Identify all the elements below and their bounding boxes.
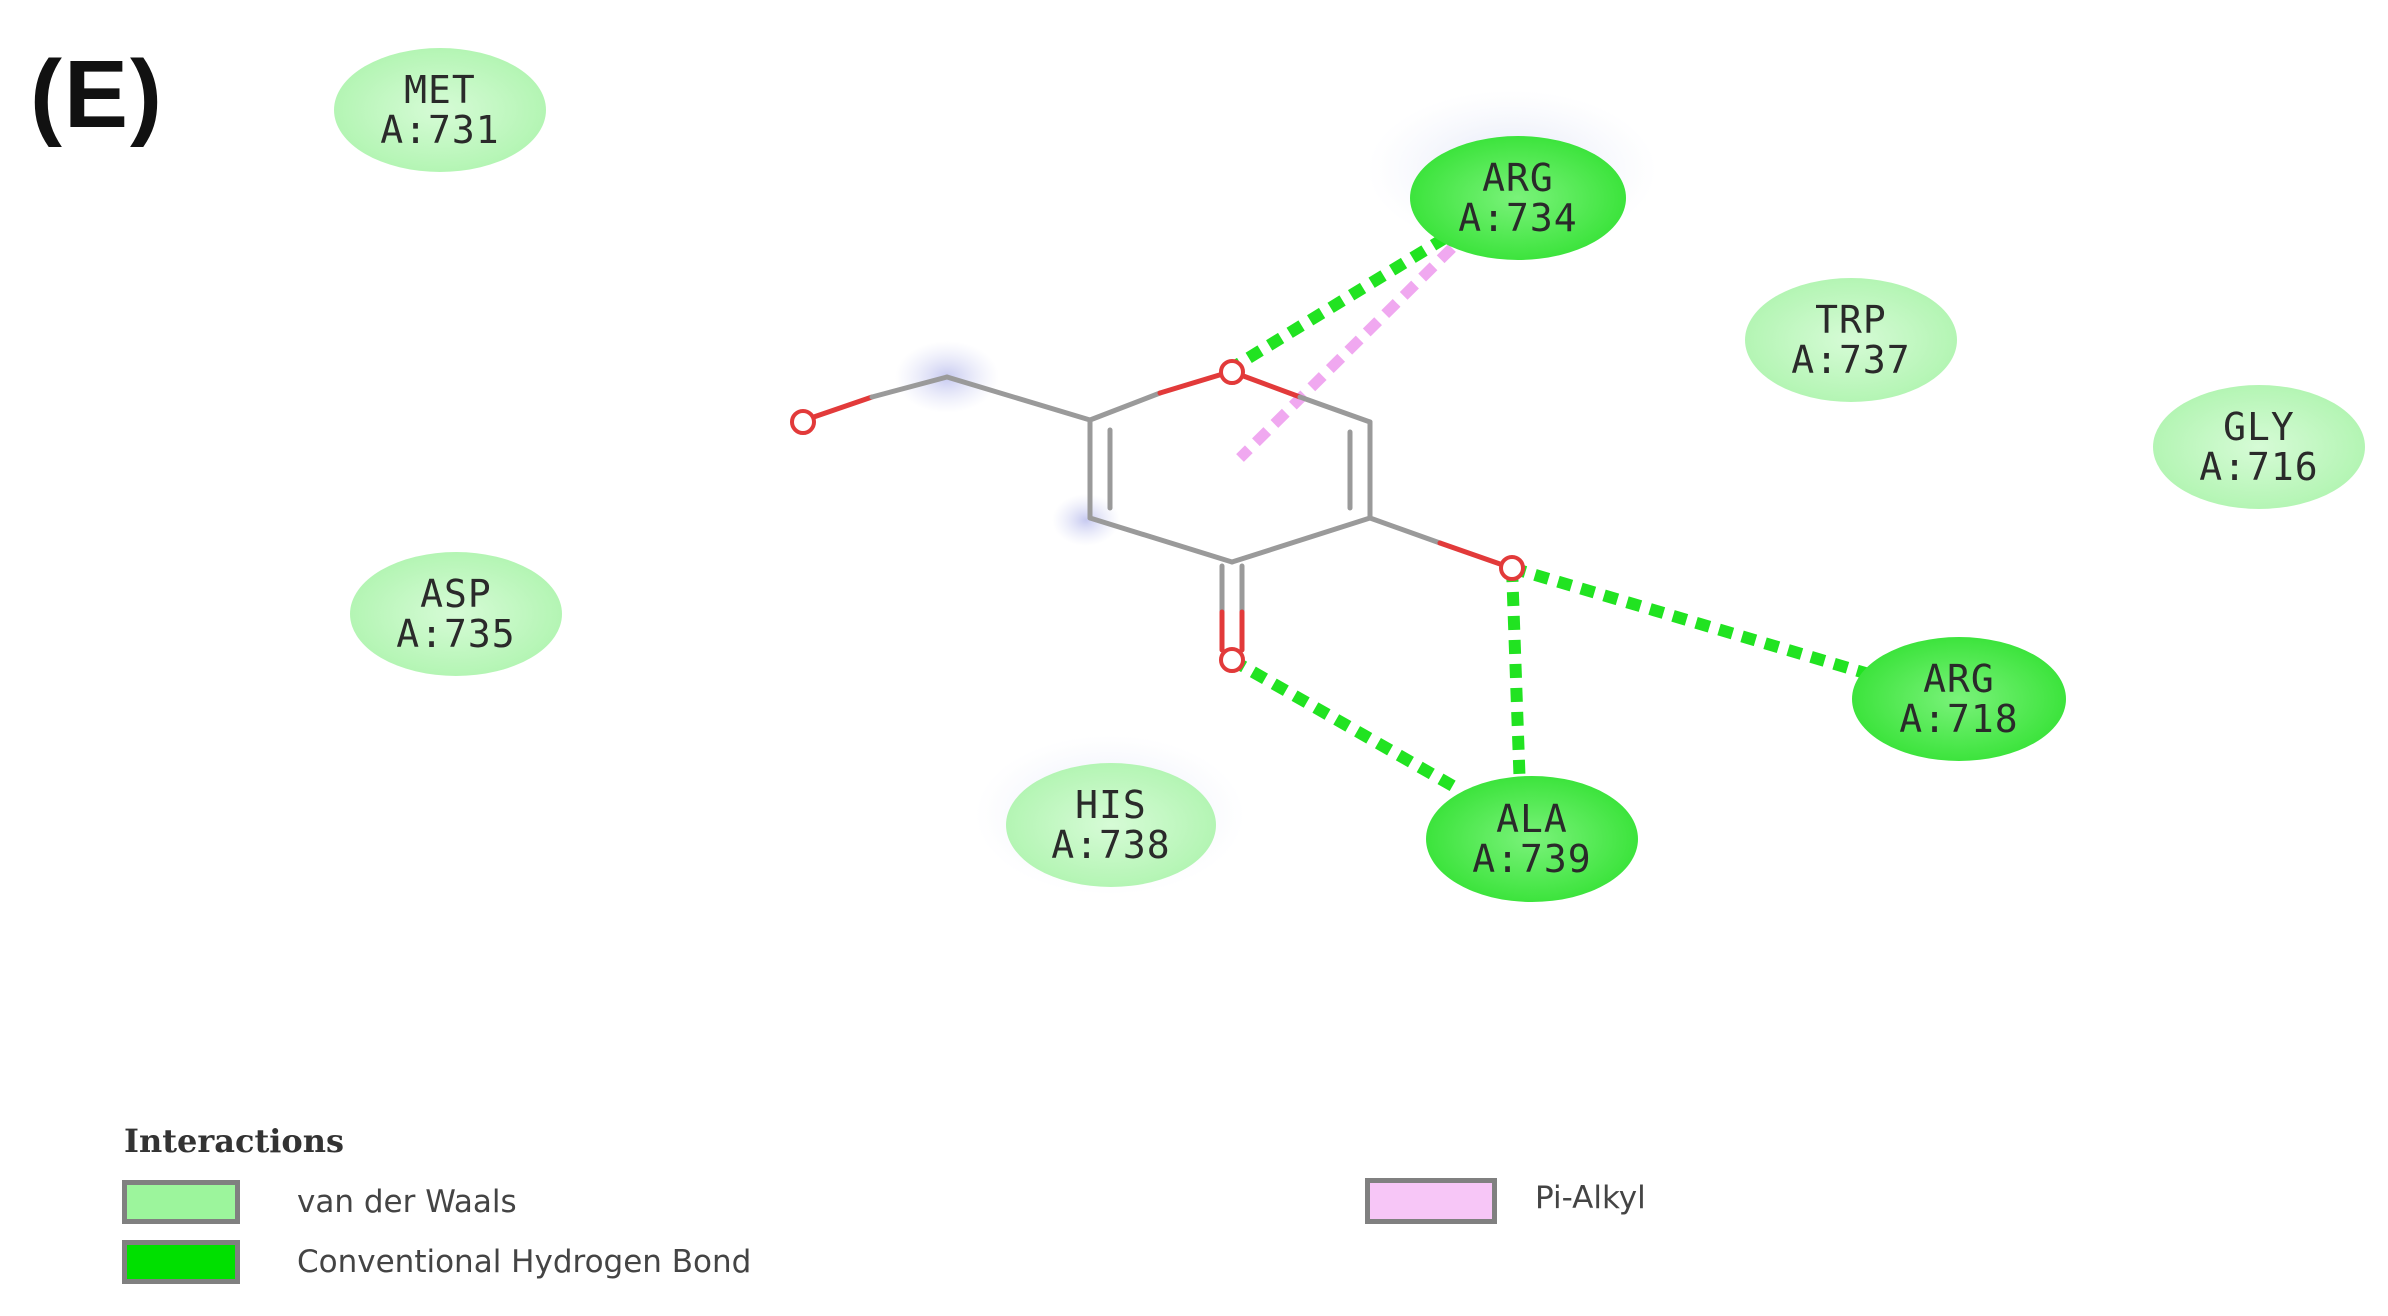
residue-chain-id: A:735 [396,612,516,656]
legend-swatch-hydrogen-bond [122,1240,240,1284]
residue-name: ARG [1923,657,1995,701]
oxygen-atom-carbonyl [1219,647,1245,673]
panel-label: (E) [30,41,164,148]
hbond-ala739-o3 [1506,567,1526,791]
ligand-structure [802,370,1503,653]
legend-swatch-van-der-waals [122,1180,240,1224]
interaction-lines [1228,232,1874,796]
legend-item-pi-alkyl: Pi-Alkyl [1365,1178,1765,1226]
residue-arg718: ARG A:718 [1852,637,2066,761]
residue-trp737: TRP A:737 [1745,278,1957,402]
residue-name: TRP [1815,298,1887,342]
residue-met731: MET A:731 [334,48,546,172]
legend-title: Interactions [124,1122,345,1160]
legend-label: Conventional Hydrogen Bond [297,1244,752,1280]
oxygen-atom-hydroxymethyl [790,409,816,435]
residue-chain-id: A:718 [1899,697,2019,741]
residue-arg734: ARG A:734 [1410,136,1626,260]
residue-chain-id: A:731 [380,108,500,152]
hbond-ala739-o4 [1229,654,1463,796]
residue-gly716: GLY A:716 [2153,385,2365,509]
residue-his738: HIS A:738 [1006,763,1216,887]
hbond-arg734 [1228,232,1449,374]
residue-name: MET [404,68,476,112]
hbond-arg718-o3 [1510,562,1874,681]
residue-name: GLY [2223,405,2295,449]
oxygen-atoms [790,359,1525,673]
residue-chain-id: A:737 [1791,338,1911,382]
legend-item-van-der-waals: van der Waals [122,1180,722,1228]
residue-chain-id: A:739 [1472,837,1592,881]
residue-chain-id: A:734 [1458,196,1578,240]
legend-item-hydrogen-bond: Conventional Hydrogen Bond [122,1240,1022,1288]
residue-asp735: ASP A:735 [350,552,562,676]
residue-name: ARG [1482,156,1554,200]
residue-ala739: ALA A:739 [1426,776,1638,902]
pi-alkyl-arg734 [1236,244,1456,462]
residue-name: ALA [1496,797,1568,841]
oxygen-atom-ring [1219,359,1245,385]
residue-chain-id: A:738 [1051,823,1171,867]
residue-chain-id: A:716 [2199,445,2319,489]
legend-label: Pi-Alkyl [1535,1180,1646,1216]
oxygen-atom-hydroxyl [1499,555,1525,581]
legend-swatch-pi-alkyl [1365,1178,1497,1224]
residue-name: HIS [1075,783,1147,827]
residue-name: ASP [420,572,492,616]
halo-ring-carbon [1052,494,1120,546]
legend-label: van der Waals [297,1184,517,1220]
